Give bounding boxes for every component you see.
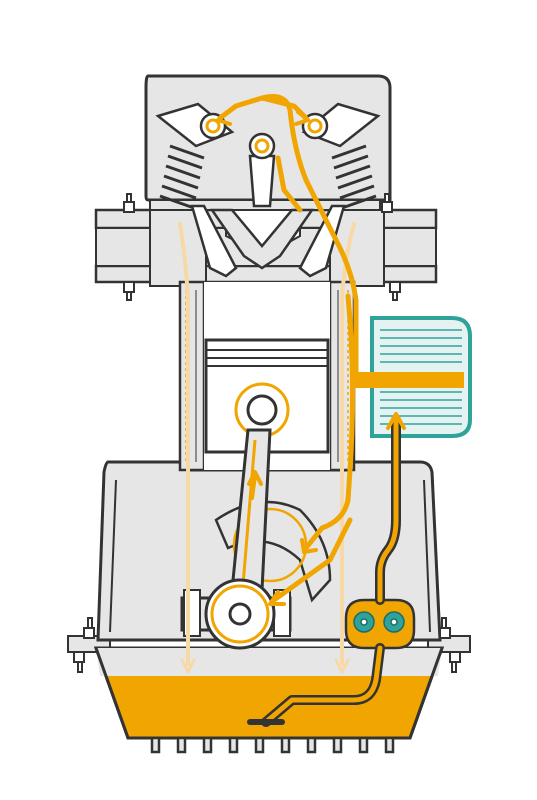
pushrod xyxy=(248,154,276,208)
head-bolts xyxy=(123,193,401,301)
gallery-to-crank xyxy=(303,293,356,551)
valve-icon-intake xyxy=(190,204,238,278)
spring-icon-left xyxy=(159,144,205,210)
sump-bolt-left xyxy=(73,617,95,673)
pump-to-filter xyxy=(377,417,399,603)
connecting-rod xyxy=(180,428,292,650)
crank-pin xyxy=(228,602,252,626)
gear-pump-icon xyxy=(353,611,405,633)
filter-outlet-channel xyxy=(354,372,464,388)
gallery-to-head xyxy=(217,94,359,383)
spring-icon-right xyxy=(331,144,377,210)
drain-left xyxy=(178,222,190,666)
sump-cooling-fins xyxy=(150,736,395,754)
oil-flow xyxy=(178,94,406,727)
oil-filter xyxy=(354,316,472,438)
piston-pin xyxy=(246,394,278,426)
cam-icon xyxy=(248,132,276,160)
pickup-tube xyxy=(263,645,383,725)
oil-sump xyxy=(73,617,461,754)
filter-icon xyxy=(380,329,462,425)
sump-bolt-right xyxy=(439,617,461,673)
cylinder-wall-left xyxy=(178,280,206,472)
valve-icon-exhaust xyxy=(298,204,346,278)
oil-pump xyxy=(344,598,416,650)
